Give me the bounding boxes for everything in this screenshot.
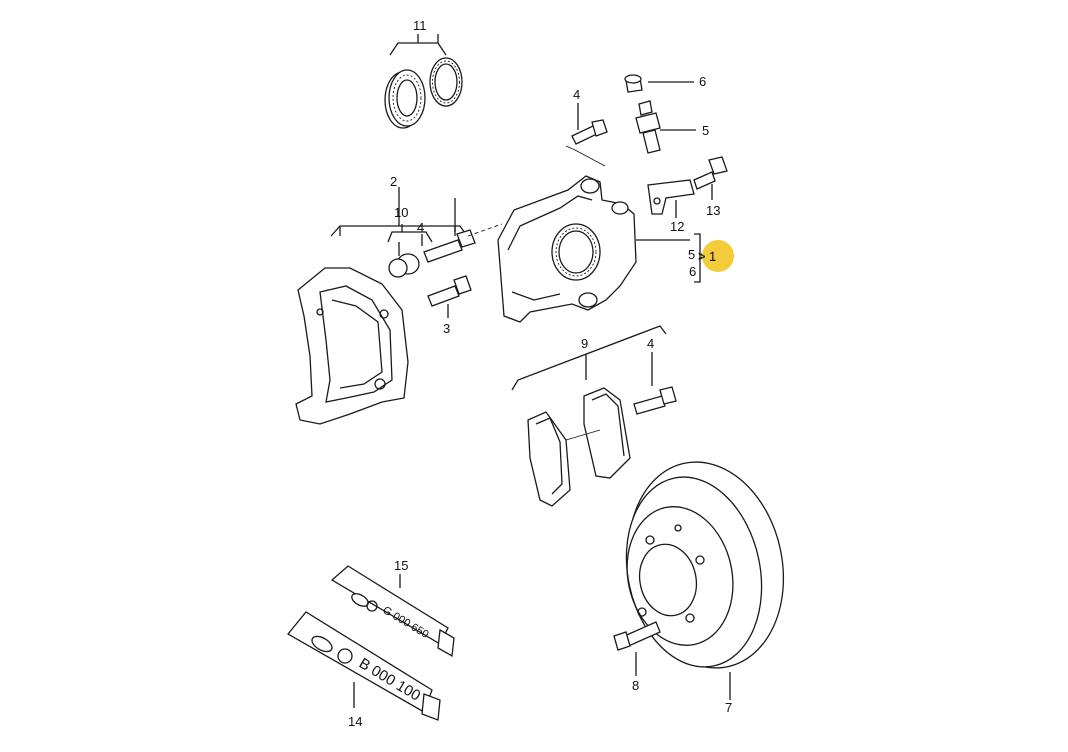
label-11: 11 xyxy=(413,18,427,33)
bleeder-screw-5[interactable] xyxy=(635,100,696,154)
label-6-callout: 6 xyxy=(689,264,696,279)
label-12: 12 xyxy=(670,219,684,234)
label-1-on-marker: 1 xyxy=(709,249,716,264)
paste-tube-14[interactable] xyxy=(287,611,441,721)
label-8: 8 xyxy=(632,678,639,693)
callout-bracket-1 xyxy=(694,233,701,283)
bolt-13[interactable] xyxy=(693,156,728,200)
callout-arrow-on-marker: > xyxy=(698,249,706,264)
caliper-bracket-2[interactable] xyxy=(295,187,468,425)
grease-tube-15[interactable] xyxy=(330,565,455,658)
label-10: 10 xyxy=(394,205,408,220)
label-2: 2 xyxy=(390,174,397,189)
label-6: 6 xyxy=(699,74,706,89)
label-13: 13 xyxy=(706,203,720,218)
label-4-pin: 4 xyxy=(417,220,424,235)
highlight-marker-1[interactable] xyxy=(702,240,734,272)
bolt-4-lower[interactable] xyxy=(633,352,677,415)
bolt-4-top[interactable] xyxy=(565,103,608,167)
bleeder-cap-6[interactable] xyxy=(624,74,694,93)
brake-disc-7[interactable] xyxy=(609,447,801,700)
label-14: 14 xyxy=(348,714,362,729)
label-4-lower: 4 xyxy=(647,336,654,351)
caliper-housing-1[interactable] xyxy=(467,175,690,323)
bolt-3[interactable] xyxy=(427,275,472,318)
seal-kit-11[interactable] xyxy=(384,34,463,129)
label-4-top: 4 xyxy=(573,87,580,102)
label-5-callout: 5 xyxy=(688,247,695,262)
bracket-12[interactable] xyxy=(647,179,695,218)
disc-screw-8[interactable] xyxy=(613,621,661,676)
guide-bushing-10[interactable] xyxy=(387,224,433,278)
label-15: 15 xyxy=(394,558,408,573)
label-5: 5 xyxy=(702,123,709,138)
label-3: 3 xyxy=(443,321,450,336)
brake-pad-set-9[interactable] xyxy=(511,325,667,507)
label-7: 7 xyxy=(725,700,732,715)
label-9: 9 xyxy=(581,336,588,351)
guide-pin-4[interactable] xyxy=(421,198,476,263)
callout-arrow: > xyxy=(698,248,706,263)
